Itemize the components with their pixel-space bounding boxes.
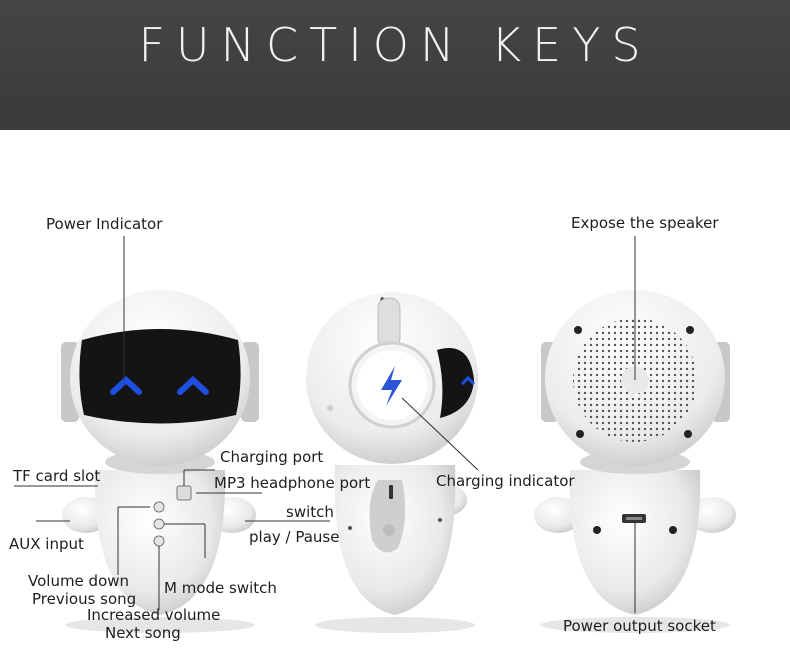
label-power-output-socket: Power output socket	[563, 617, 716, 635]
label-expose-speaker: Expose the speaker	[571, 214, 719, 232]
label-m-mode-switch: M mode switch	[164, 579, 277, 597]
front-robot	[61, 290, 259, 633]
label-volume-down: Volume down	[28, 572, 130, 590]
label-previous-song: Previous song	[32, 590, 137, 608]
label-mp3-headphone-port: MP3 headphone port	[214, 474, 371, 492]
label-next-song: Next song	[105, 624, 181, 642]
label-charging-port: Charging port	[220, 448, 324, 466]
banner-title: FUNCTION KEYS	[138, 18, 652, 72]
label-tf-card-slot: TF card slot	[13, 467, 101, 485]
label-play-pause: play / Pause	[249, 528, 340, 546]
label-switch: switch	[286, 503, 334, 521]
side-robot	[306, 292, 478, 633]
leader-lines	[14, 236, 636, 613]
label-power-indicator: Power Indicator	[46, 215, 163, 233]
label-charging-indicator: Charging indicator	[436, 472, 575, 490]
label-increased-volume: Increased volume	[87, 606, 221, 624]
label-aux-input: AUX input	[9, 535, 84, 553]
title-banner: FUNCTION KEYS	[0, 0, 790, 130]
